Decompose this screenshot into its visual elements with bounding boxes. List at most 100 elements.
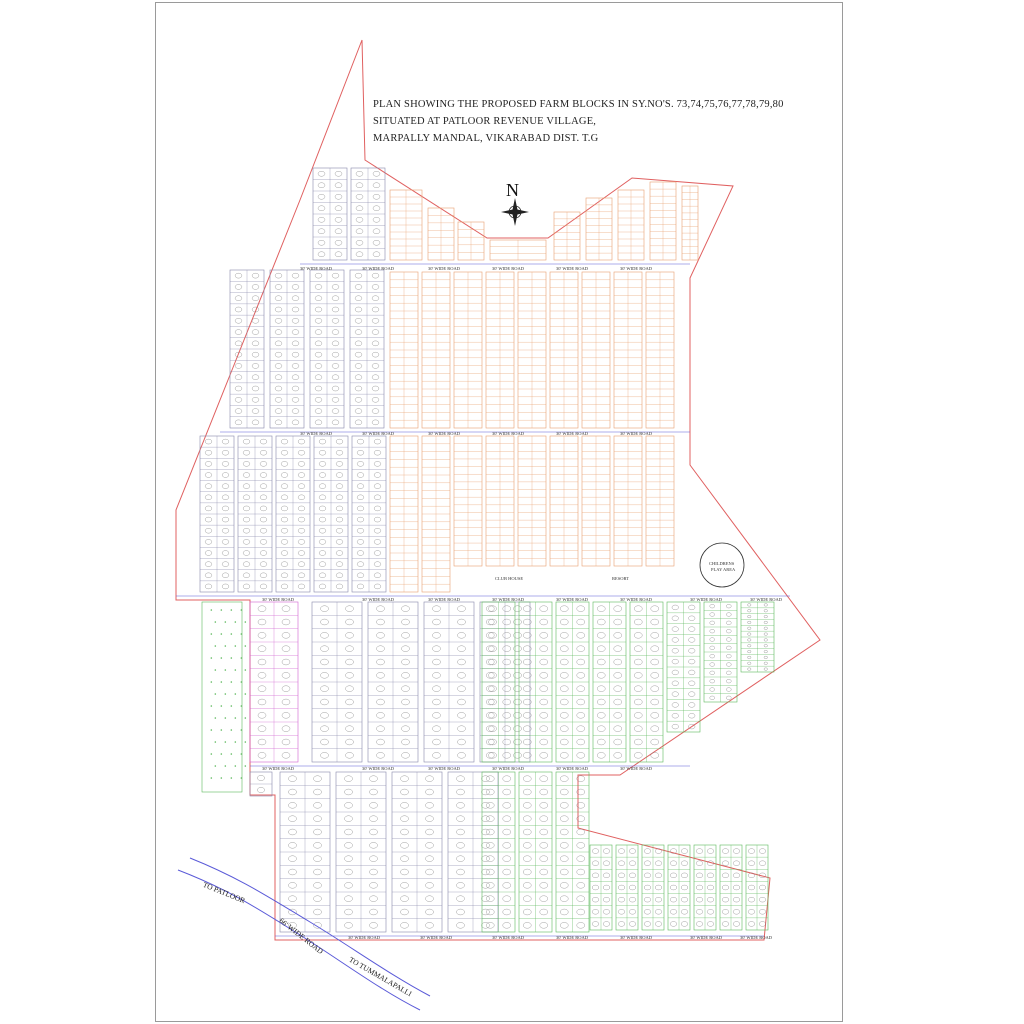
farm-block bbox=[389, 435, 419, 593]
farm-block bbox=[703, 601, 738, 703]
farm-block bbox=[589, 844, 613, 931]
road-label: 30' WIDE ROAD bbox=[556, 766, 588, 771]
farm-block bbox=[237, 435, 273, 593]
farm-block bbox=[645, 435, 675, 567]
farm-block bbox=[517, 435, 547, 567]
farm-block bbox=[199, 435, 235, 593]
road-label: 30' WIDE ROAD bbox=[428, 266, 460, 271]
plan-title-line-1: PLAN SHOWING THE PROPOSED FARM BLOCKS IN… bbox=[373, 99, 784, 110]
farm-block bbox=[517, 271, 547, 429]
childrens-play-area-circle bbox=[699, 542, 745, 588]
farm-block bbox=[585, 197, 613, 261]
farm-block bbox=[666, 601, 701, 733]
farm-block bbox=[389, 271, 419, 429]
property-boundary bbox=[175, 39, 821, 941]
farm-block bbox=[555, 771, 590, 933]
farm-block bbox=[453, 435, 483, 567]
farm-block bbox=[423, 601, 475, 763]
farm-block bbox=[279, 771, 331, 933]
farm-block bbox=[335, 771, 387, 933]
road-label: 30' WIDE ROAD bbox=[362, 266, 394, 271]
road-label: 30' WIDE ROAD bbox=[428, 597, 460, 602]
farm-block bbox=[367, 601, 419, 763]
road-label: 30' WIDE ROAD bbox=[348, 935, 380, 940]
farm-block bbox=[549, 271, 579, 429]
road-label: 30' WIDE ROAD bbox=[362, 431, 394, 436]
road-label: 30' WIDE ROAD bbox=[492, 431, 524, 436]
farm-block bbox=[613, 271, 643, 429]
farm-block bbox=[518, 601, 553, 763]
farm-block bbox=[553, 211, 581, 261]
main-road bbox=[177, 857, 431, 1011]
childrens-play-area-label-2: PLAY AREA bbox=[711, 567, 736, 572]
farm-block bbox=[745, 844, 769, 931]
farm-block bbox=[350, 167, 386, 261]
farm-block bbox=[389, 189, 423, 261]
road-label: 30' WIDE ROAD bbox=[620, 935, 652, 940]
farm-block bbox=[489, 239, 547, 261]
farm-block bbox=[313, 435, 349, 593]
road-label: 30' WIDE ROAD bbox=[620, 266, 652, 271]
farm-block bbox=[592, 601, 627, 763]
farm-block bbox=[485, 435, 515, 567]
farm-block bbox=[645, 271, 675, 429]
farm-block bbox=[349, 269, 385, 429]
farm-block bbox=[421, 271, 451, 429]
farm-block bbox=[693, 844, 717, 931]
farm-block bbox=[740, 601, 775, 673]
road-label: 30' WIDE ROAD bbox=[556, 431, 588, 436]
road-label: 30' WIDE ROAD bbox=[740, 935, 772, 940]
plan-title-line-3: MARPALLY MANDAL, VIKARABAD DIST. T.G bbox=[373, 133, 599, 144]
farm-block bbox=[351, 435, 387, 593]
childrens-play-area-label-1: CHILDRENS bbox=[709, 561, 735, 566]
farm-block bbox=[249, 771, 273, 797]
farm-block bbox=[518, 771, 553, 933]
road-label: 30' WIDE ROAD bbox=[262, 597, 294, 602]
road-label: 30' WIDE ROAD bbox=[620, 597, 652, 602]
road-label: 30' WIDE ROAD bbox=[556, 597, 588, 602]
farm-block bbox=[641, 844, 665, 931]
farm-block bbox=[481, 601, 516, 763]
road-label: 30' WIDE ROAD bbox=[428, 766, 460, 771]
road-label: 30' WIDE ROAD bbox=[620, 431, 652, 436]
road-label: 30' WIDE ROAD bbox=[750, 597, 782, 602]
farm-block bbox=[581, 271, 611, 429]
farm-block bbox=[312, 167, 348, 261]
farm-block bbox=[481, 771, 516, 933]
farm-block bbox=[613, 435, 643, 567]
road-label: 30' WIDE ROAD bbox=[620, 766, 652, 771]
north-arrow-icon bbox=[501, 198, 529, 226]
road-label: 30' WIDE ROAD bbox=[492, 597, 524, 602]
farm-block bbox=[427, 207, 455, 261]
farm-block bbox=[549, 435, 579, 567]
farm-block bbox=[453, 271, 483, 429]
road-label: 30' WIDE ROAD bbox=[492, 935, 524, 940]
farm-block bbox=[275, 435, 311, 593]
road-label: 30' WIDE ROAD bbox=[492, 266, 524, 271]
farm-block bbox=[617, 189, 645, 261]
farm-block bbox=[581, 435, 611, 567]
road-label: 30' WIDE ROAD bbox=[262, 766, 294, 771]
farm-block bbox=[457, 221, 485, 261]
farm-block bbox=[681, 185, 699, 261]
farm-block bbox=[649, 181, 677, 261]
road-label: 30' WIDE ROAD bbox=[690, 935, 722, 940]
farm-block bbox=[719, 844, 743, 931]
road-label: 30' WIDE ROAD bbox=[362, 597, 394, 602]
plan-title-line-2: SITUATED AT PATLOOR REVENUE VILLAGE, bbox=[373, 116, 597, 127]
farm-block bbox=[229, 269, 265, 429]
farm-block bbox=[309, 269, 345, 429]
farm-block bbox=[421, 435, 451, 593]
road-label: 30' WIDE ROAD bbox=[428, 431, 460, 436]
road-label: 30' WIDE ROAD bbox=[690, 597, 722, 602]
farm-block bbox=[615, 844, 639, 931]
road-label: 30' WIDE ROAD bbox=[420, 935, 452, 940]
farm-block bbox=[485, 271, 515, 429]
road-label: 30' WIDE ROAD bbox=[362, 766, 394, 771]
resort-label: RESORT bbox=[612, 576, 629, 581]
farm-block bbox=[555, 601, 590, 763]
farm-block bbox=[629, 601, 664, 763]
park-area bbox=[201, 601, 247, 793]
farm-block bbox=[667, 844, 691, 931]
